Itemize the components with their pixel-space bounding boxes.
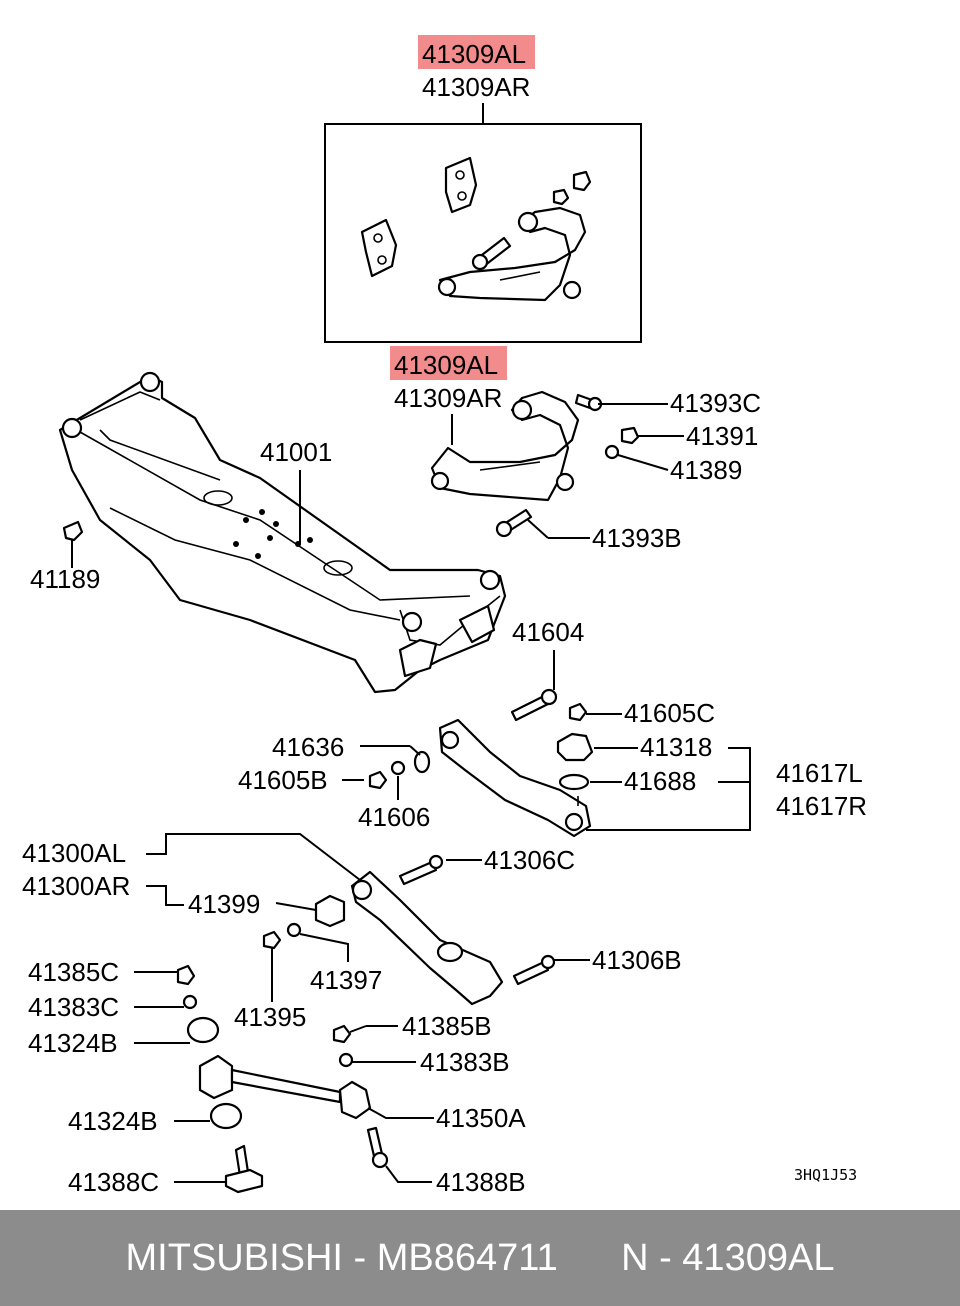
label-41397: 41397 bbox=[310, 965, 382, 995]
label-41383c: 41383C bbox=[28, 992, 119, 1022]
label-41350a: 41350A bbox=[436, 1103, 526, 1133]
trailing-arm-drawing bbox=[262, 854, 556, 1006]
label-41388c: 41388C bbox=[68, 1167, 159, 1197]
label-41605b: 41605B bbox=[238, 765, 328, 795]
label-41324b-upper: 41324B bbox=[28, 1028, 118, 1058]
lateral-rod-drawing bbox=[176, 964, 389, 1194]
lower-arm-drawing bbox=[368, 688, 594, 838]
label-41391: 41391 bbox=[686, 421, 758, 451]
label-41306b: 41306B bbox=[592, 945, 682, 975]
upper-arm-drawing bbox=[430, 390, 640, 538]
label-41617l: 41617L bbox=[776, 758, 863, 788]
label-41189: 41189 bbox=[30, 564, 100, 594]
label-41399: 41399 bbox=[188, 889, 260, 919]
highlight-top bbox=[418, 35, 535, 69]
label-41605c: 41605C bbox=[624, 698, 715, 728]
label-41385c: 41385C bbox=[28, 957, 119, 987]
label-41393b: 41393B bbox=[592, 523, 682, 553]
label-41393c: 41393C bbox=[670, 388, 761, 418]
label-41383b: 41383B bbox=[420, 1047, 510, 1077]
label-41395: 41395 bbox=[234, 1002, 306, 1032]
parts-diagram: 41309AL 41309AR 41309AL 41309AR bbox=[22, 35, 867, 1197]
label-41324b-lower: 41324B bbox=[68, 1106, 158, 1136]
inset-box bbox=[324, 123, 642, 343]
label-41617r: 41617R bbox=[776, 791, 867, 821]
label-41306c: 41306C bbox=[484, 845, 575, 875]
crossmember-drawing bbox=[58, 371, 507, 694]
drawing-code: 3HQ1J53 bbox=[794, 1166, 857, 1184]
label-41001: 41001 bbox=[260, 437, 332, 467]
label-41604: 41604 bbox=[512, 617, 584, 647]
label-41309ar-mid: 41309AR bbox=[394, 383, 502, 413]
label-41309ar-top: 41309AR bbox=[422, 72, 530, 102]
inset-upper-arm-drawing bbox=[360, 156, 592, 302]
label-41318: 41318 bbox=[640, 732, 712, 762]
label-41309al-top: 41309AL bbox=[422, 39, 526, 69]
label-41385b: 41385B bbox=[402, 1011, 492, 1041]
highlight-mid bbox=[390, 346, 507, 380]
label-41300al: 41300AL bbox=[22, 838, 126, 868]
footer-bar: MITSUBISHI - MB864711 N - 41309AL bbox=[0, 1210, 960, 1306]
label-41636: 41636 bbox=[272, 732, 344, 762]
label-41606: 41606 bbox=[358, 802, 430, 832]
label-41309al-mid: 41309AL bbox=[394, 350, 498, 380]
label-41388b: 41388B bbox=[436, 1167, 526, 1197]
label-41300ar: 41300AR bbox=[22, 871, 130, 901]
label-41389: 41389 bbox=[670, 455, 742, 485]
label-41688: 41688 bbox=[624, 766, 696, 796]
footer-text: MITSUBISHI - MB864711 N - 41309AL bbox=[125, 1236, 835, 1279]
